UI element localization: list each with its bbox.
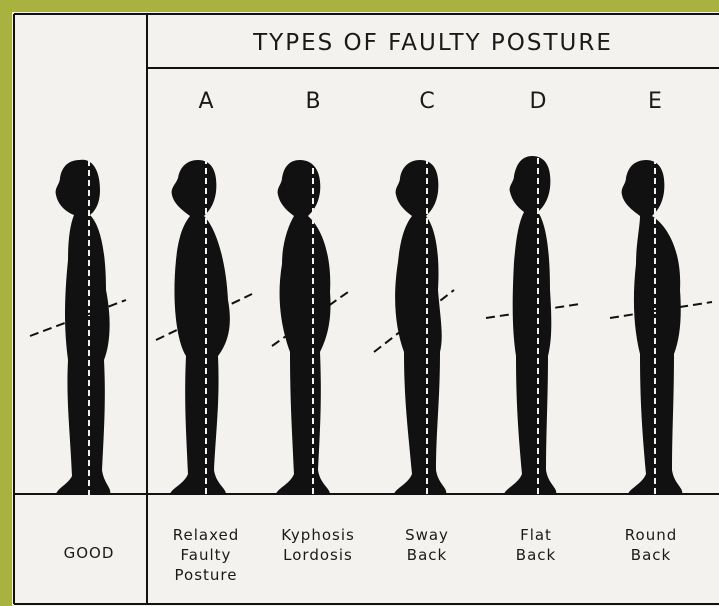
caption-d-line-2: Back bbox=[516, 546, 556, 564]
paper-panel bbox=[12, 12, 719, 606]
caption-good-line-1: GOOD bbox=[64, 544, 115, 562]
caption-c-line-2: Back bbox=[407, 546, 447, 564]
figure-letter-b: B bbox=[305, 89, 320, 114]
figure-letter-e: E bbox=[648, 89, 662, 114]
caption-e-line-1: Round bbox=[625, 526, 677, 544]
caption-d-line-1: Flat bbox=[520, 526, 552, 544]
diagram-title: TYPES OF FAULTY POSTURE bbox=[252, 30, 613, 56]
caption-b-line-1: Kyphosis bbox=[281, 526, 355, 544]
caption-a-line-3: Posture bbox=[175, 566, 238, 584]
caption-b-line-2: Lordosis bbox=[283, 546, 353, 564]
caption-e-line-2: Back bbox=[631, 546, 671, 564]
caption-a-line-1: Relaxed bbox=[173, 526, 240, 544]
caption-a-line-2: Faulty bbox=[181, 546, 232, 564]
caption-c-line-1: Sway bbox=[405, 526, 449, 544]
figure-letter-c: C bbox=[419, 89, 434, 114]
figure-letter-d: D bbox=[530, 89, 547, 114]
figure-letter-a: A bbox=[198, 89, 213, 114]
